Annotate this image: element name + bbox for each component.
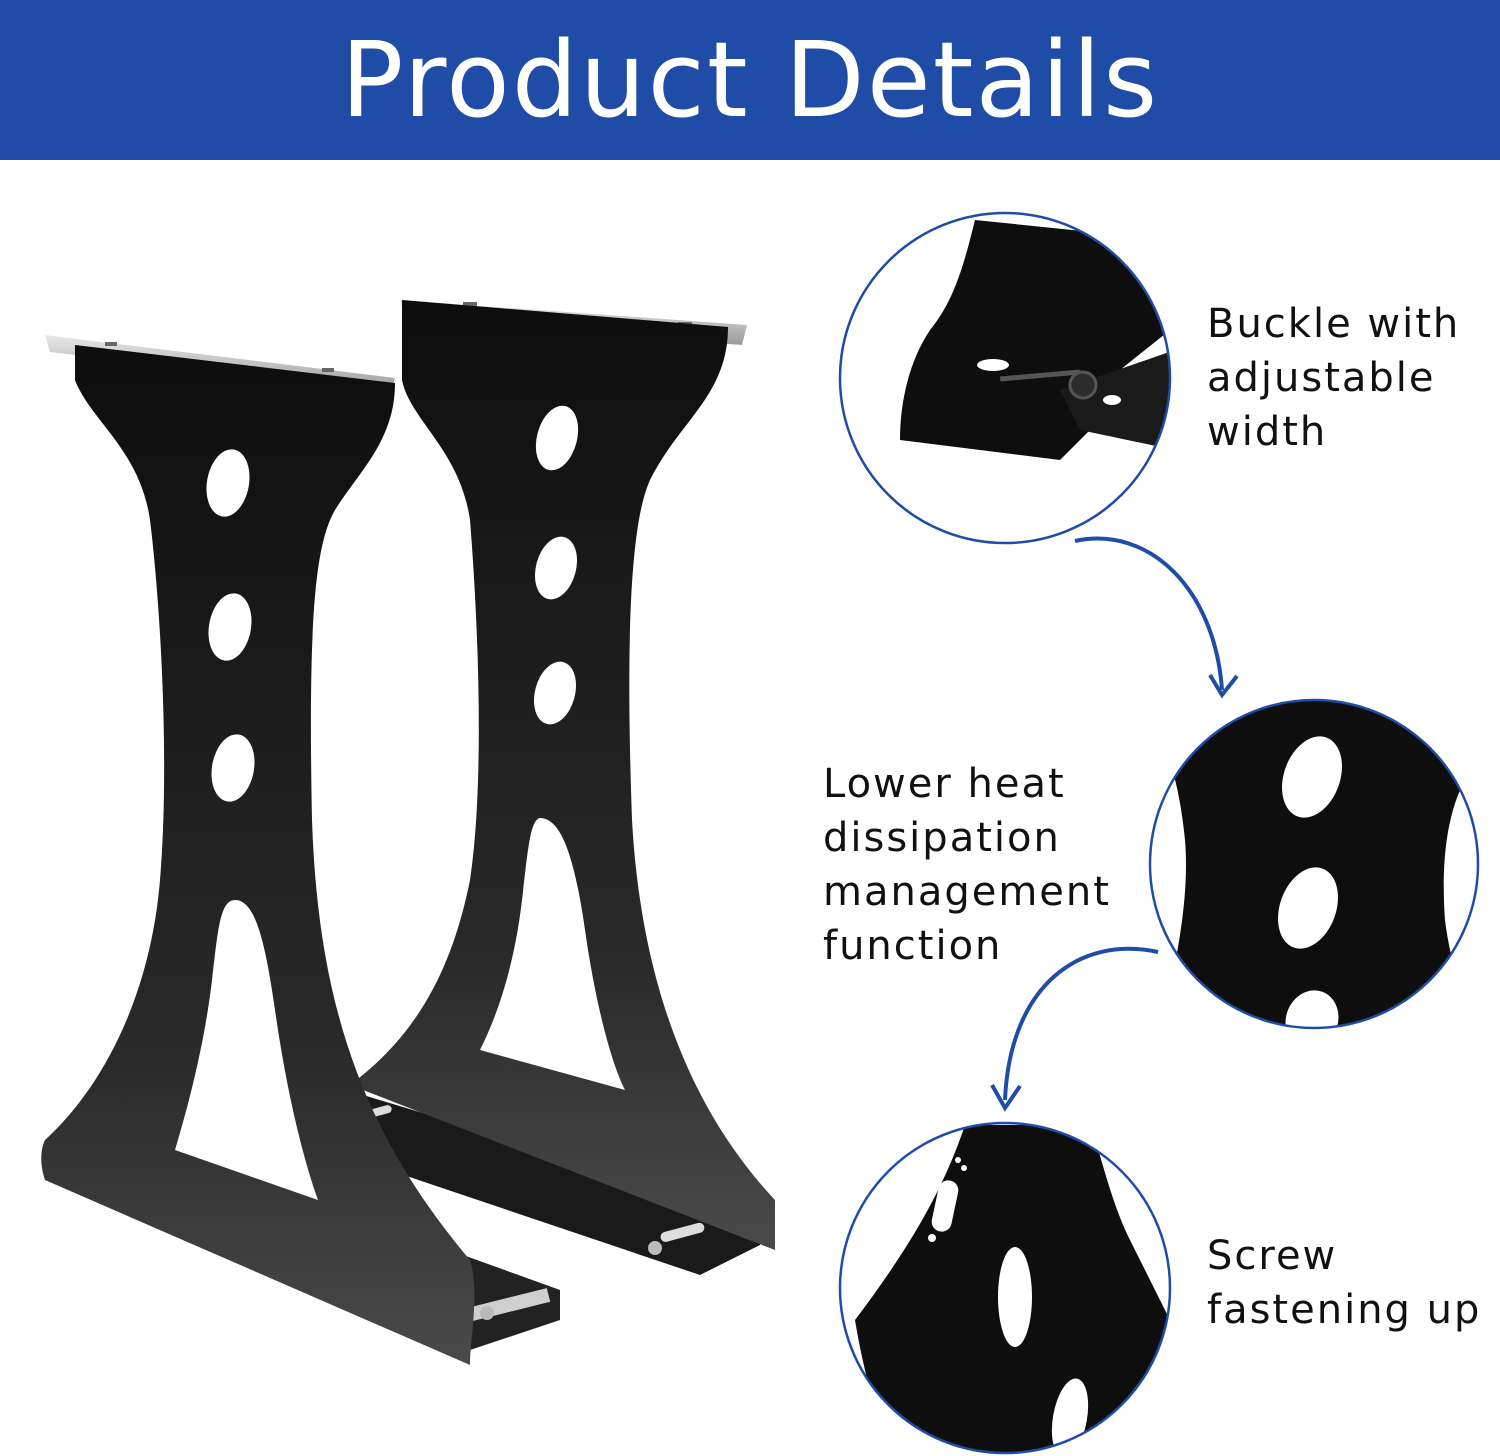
page-title: Product Details bbox=[340, 19, 1160, 141]
bracket-leg-front bbox=[41, 335, 475, 1365]
arrow-connector-1 bbox=[1074, 536, 1239, 699]
detail-circle-vents bbox=[1148, 698, 1480, 1030]
product-illustration bbox=[41, 211, 1480, 1455]
callout-screw-text: Screw fastening up bbox=[1207, 1233, 1482, 1333]
bracket-leg-back bbox=[350, 300, 775, 1250]
detail-circle-screw bbox=[838, 1121, 1172, 1455]
title-banner bbox=[0, 0, 1500, 160]
arrow-connector-2 bbox=[990, 946, 1159, 1112]
callout-heat-text: Lower heat dissipation management functi… bbox=[823, 761, 1111, 969]
detail-circle-buckle bbox=[838, 211, 1172, 545]
callout-buckle-text: Buckle with adjustable width bbox=[1207, 301, 1461, 455]
